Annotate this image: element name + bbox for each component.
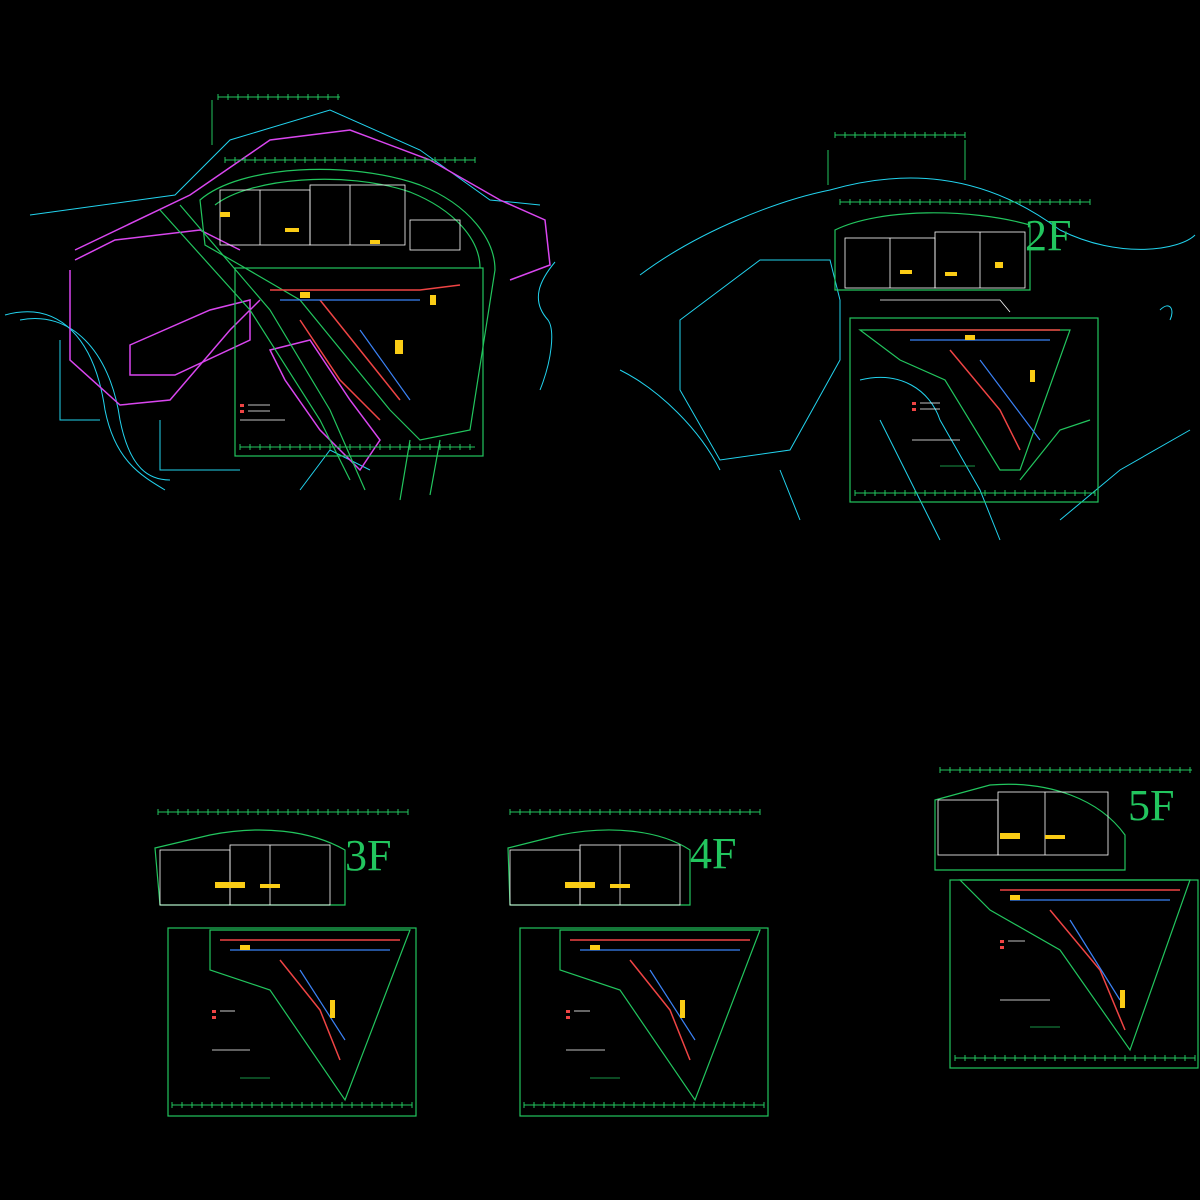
legend-block [212, 1010, 270, 1079]
floor-label-3f: 3F [345, 831, 391, 880]
dimension-ticks [939, 767, 1196, 1061]
room-grid [937, 791, 1109, 856]
equipment-blocks [1000, 833, 1125, 1008]
duct-runs [890, 329, 1060, 451]
floor-label-4f: 4F [690, 829, 736, 878]
pipe-runs [230, 949, 390, 1041]
room-grid [219, 184, 461, 251]
duct-runs [220, 939, 400, 1061]
duct-runs [270, 284, 461, 421]
site-roads [4, 109, 556, 491]
equipment-blocks [900, 262, 1035, 382]
building-outline [834, 212, 1099, 503]
sheet-2f: 2F [619, 132, 1196, 541]
site-roads [619, 177, 1196, 541]
legend-block [1000, 940, 1060, 1028]
dimension-ticks [217, 94, 476, 450]
legend-block [912, 402, 975, 467]
building-outline [159, 168, 496, 501]
pipe-runs [1010, 899, 1170, 1001]
dimension-ticks [157, 809, 413, 1108]
pipe-runs [580, 949, 740, 1041]
duct-runs [570, 939, 750, 1061]
pipe-runs [280, 299, 420, 401]
room-grid [844, 231, 1026, 313]
dimension-ticks [509, 809, 765, 1108]
room-grid [509, 844, 681, 906]
sheet-3f: 3F [154, 809, 417, 1117]
sheet-4f: 4F [507, 809, 769, 1117]
floor-label-2f: 2F [1025, 211, 1071, 260]
equipment-blocks [215, 882, 335, 1018]
pipe-runs [910, 339, 1050, 441]
sheet-5f: 5F [934, 767, 1199, 1069]
dimension-ticks [834, 132, 1096, 496]
building-outline [507, 829, 769, 1117]
building-outline [154, 829, 417, 1117]
duct-runs [1000, 889, 1180, 1031]
equipment-blocks [565, 882, 685, 1018]
room-grid [159, 844, 331, 906]
sheet-1f [4, 94, 556, 501]
equipment-blocks [220, 212, 436, 354]
legend-block [566, 1010, 620, 1079]
building-outline [934, 783, 1199, 1069]
legend-block [240, 404, 285, 421]
floor-label-5f: 5F [1128, 781, 1174, 830]
